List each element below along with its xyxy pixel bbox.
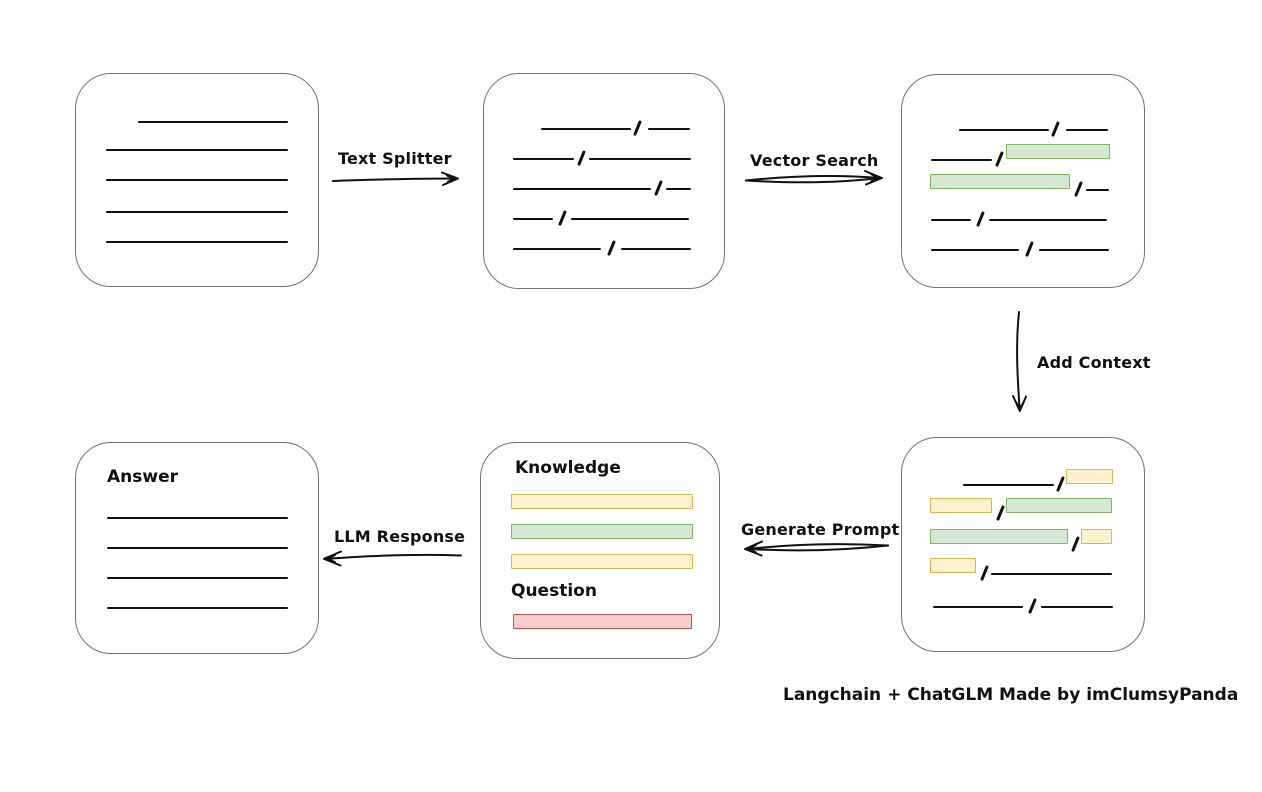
prompt-node: Knowledge Question [480,442,720,659]
slash-separator [976,211,985,227]
text-line [541,128,631,130]
vector-search-arrow [745,170,883,186]
text-line [513,218,553,220]
answer-node: Answer [75,442,319,654]
text-line [106,211,288,213]
text-line [621,248,691,250]
split-chunks-node [483,73,725,289]
text-line [1039,249,1109,251]
chunk-yellow [930,558,976,573]
chunk-yellow [930,498,992,513]
knowledge-label: Knowledge [515,458,621,478]
text-line [648,128,690,130]
text-line [106,241,288,243]
text-line [107,577,288,579]
text-line [991,573,1112,575]
generate-prompt-arrow [744,540,889,557]
text-line [513,188,651,190]
slash-separator [558,210,567,226]
slash-separator [607,240,616,256]
text-line [963,484,1054,486]
answer-label: Answer [107,467,178,487]
text-line [513,158,574,160]
caption: Langchain + ChatGLM Made by imClumsyPand… [783,685,1239,705]
add-context-label: Add Context [1037,353,1151,372]
text-line [571,218,689,220]
knowledge-chunk-green [511,524,693,539]
add-context-arrow [1012,311,1027,412]
text-splitter-label: Text Splitter [338,149,452,168]
slash-separator [995,151,1004,167]
knowledge-chunk-yellow [511,554,693,569]
text-line [106,149,288,151]
text-line [931,159,992,161]
text-line [106,179,288,181]
matched-chunks-node [901,74,1145,288]
chunk-green [930,174,1070,189]
slash-separator [1025,241,1034,257]
context-chunks-node [901,437,1145,652]
text-line [513,248,601,250]
question-chunk-red [513,614,692,629]
document-node [75,73,319,287]
slash-separator [980,565,989,581]
vector-search-label: Vector Search [750,151,879,170]
chunk-green [1006,498,1112,513]
text-line [1041,606,1113,608]
slash-separator [633,120,642,136]
llm-response-label: LLM Response [334,527,466,546]
text-line [931,219,971,221]
text-line [989,219,1107,221]
slash-separator [1056,476,1065,492]
text-line [666,188,691,190]
text-line [107,517,288,519]
text-line [138,121,288,123]
slash-separator [1071,536,1080,552]
slash-separator [577,150,586,166]
generate-prompt-label: Generate Prompt [741,520,900,539]
text-line [1066,129,1108,131]
text-line [589,158,691,160]
text-line [931,249,1019,251]
chunk-green [1006,144,1110,159]
text-line [107,607,288,609]
question-label: Question [511,581,597,601]
text-line [933,606,1023,608]
chunk-yellow [1066,469,1113,484]
chunk-yellow [1081,529,1112,544]
slash-separator [1051,121,1060,137]
text-splitter-arrow [332,171,459,186]
text-line [959,129,1049,131]
slash-separator [1074,181,1083,197]
llm-response-arrow [323,550,462,567]
slash-separator [1028,598,1037,614]
text-line [1086,189,1109,191]
knowledge-chunk-yellow [511,494,693,509]
slash-separator [654,180,663,196]
text-line [107,547,288,549]
slash-separator [996,505,1005,521]
chunk-green [930,529,1068,544]
